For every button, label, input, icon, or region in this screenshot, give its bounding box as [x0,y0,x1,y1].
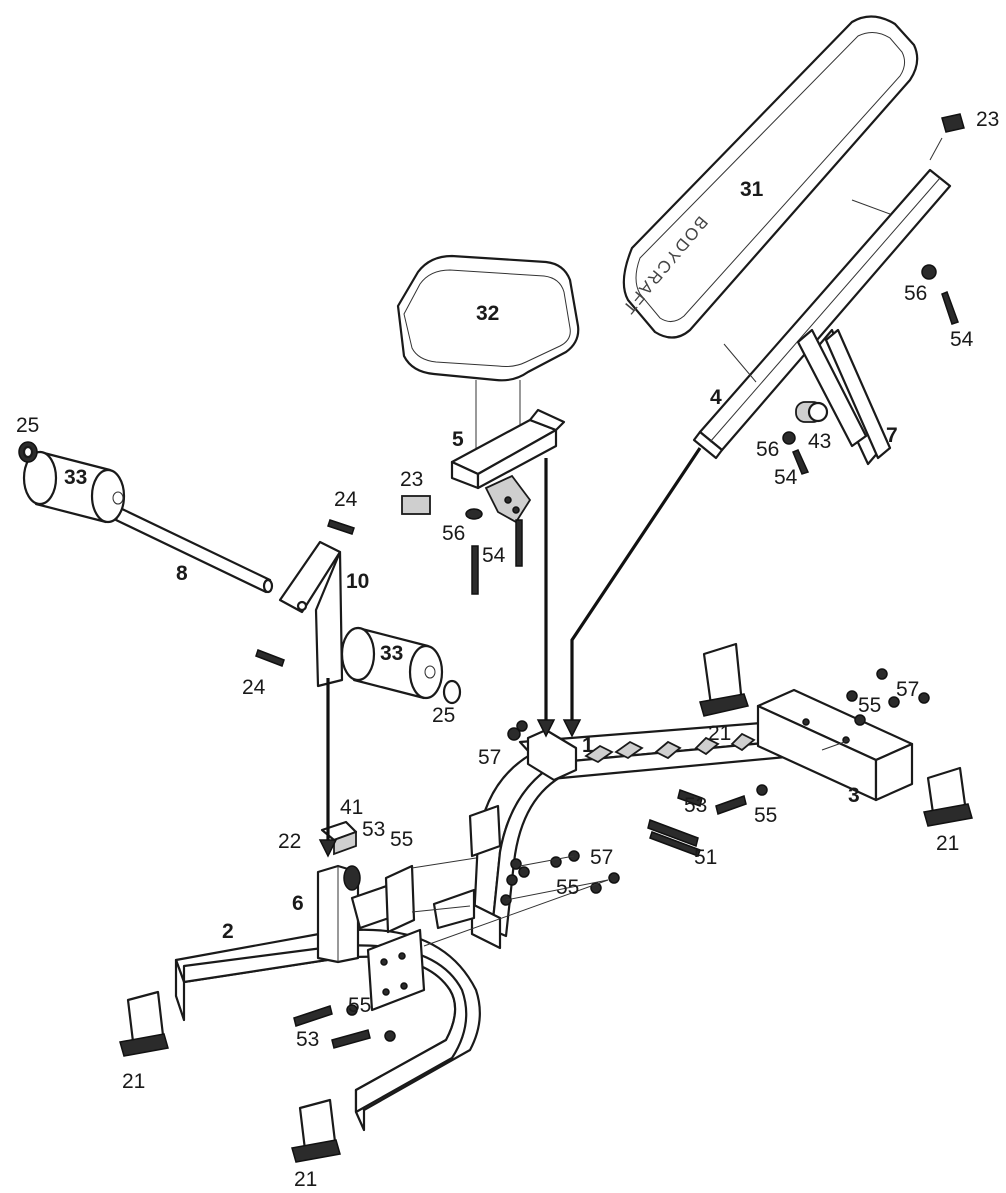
callout-54-frame-upper: 54 [950,328,974,351]
callout-25-left: 25 [16,414,39,437]
support-bracket [795,328,892,466]
back-pad: BODYCRAFT [618,15,919,339]
callout-55-stabilizer: 55 [348,994,371,1017]
callout-56-frame-lower: 56 [756,438,779,461]
roller-bracket [255,519,355,688]
callout-55-upright: 55 [390,828,413,851]
callout-53-stabilizer: 53 [296,1028,319,1051]
callout-54-frame-lower: 54 [774,466,798,489]
callout-21-rear-left: 21 [708,722,731,745]
callout-3: 3 [848,784,860,807]
rear-stabilizer [699,642,973,827]
callout-7: 7 [886,424,898,447]
callout-55-rear-top: 55 [858,694,881,717]
callout-57-rear: 57 [896,678,919,701]
callout-56-seat: 56 [442,522,465,545]
callout-5: 5 [452,428,464,451]
callout-8: 8 [176,562,188,585]
callout-54-seat: 54 [482,544,506,567]
callout-21-front-left: 21 [122,1070,145,1093]
callout-33-left: 33 [64,466,87,489]
leg-roller-assembly [18,441,462,705]
callout-21-rear-right: 21 [936,832,959,855]
callout-23-frame: 23 [976,108,999,131]
front-upright [293,820,476,1049]
callout-24-top: 24 [334,488,358,511]
callout-labels: 1 2 3 4 5 6 7 8 10 21 21 21 21 22 23 23 … [16,108,999,1191]
frame-fasteners [782,113,965,475]
callout-6: 6 [292,892,304,915]
callout-23-seat: 23 [400,468,423,491]
callout-43: 43 [808,430,831,453]
callout-55-rear-front: 55 [754,804,777,827]
callout-53-main: 53 [684,794,707,817]
callout-51: 51 [694,846,717,869]
callout-53-upright: 53 [362,818,385,841]
leader-lines [411,739,851,947]
assembly-arrows [318,447,702,858]
main-frame [468,718,820,950]
front-stabilizer [119,928,481,1163]
callout-57-main: 57 [478,746,501,769]
seat-pad [396,254,580,456]
callout-1: 1 [582,734,594,757]
callout-57-side: 57 [590,846,613,869]
back-pad-frame [692,137,952,460]
callout-31: 31 [740,178,764,201]
callout-22: 22 [278,830,301,853]
callout-21-front-right: 21 [294,1168,317,1191]
callout-56-frame-upper: 56 [904,282,927,305]
callout-4: 4 [710,386,722,409]
callout-2: 2 [222,920,234,943]
callout-41: 41 [340,796,363,819]
callout-33-right: 33 [380,642,403,665]
callout-10: 10 [346,570,369,593]
callout-25-right: 25 [432,704,455,727]
callout-55-main: 55 [556,876,579,899]
callout-32: 32 [476,302,499,325]
seat-frame [401,408,566,595]
callout-24-bottom: 24 [242,676,266,699]
hardware-fasteners [500,668,930,906]
